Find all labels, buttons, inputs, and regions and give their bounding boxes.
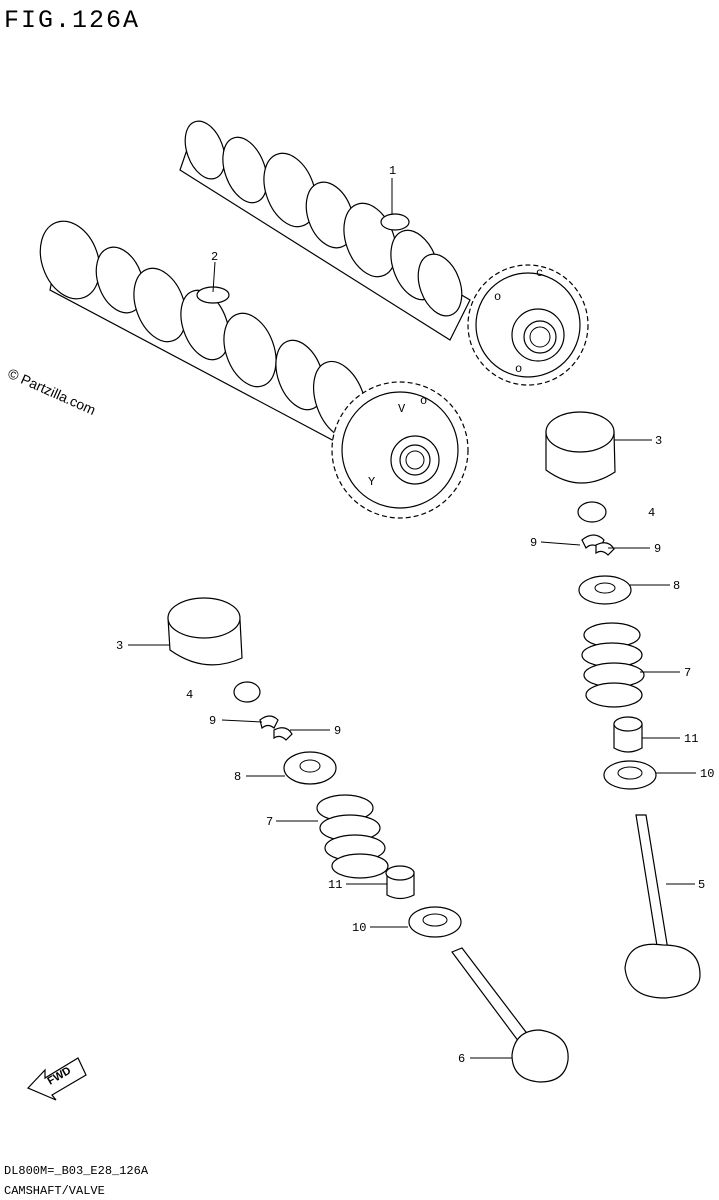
callout-9-right-a: 9 xyxy=(530,536,537,550)
footer-name: CAMSHAFT/VALVE xyxy=(4,1184,105,1198)
footer-code: DL800M=_B03_E28_126A xyxy=(4,1164,149,1178)
callout-4-right: 4 xyxy=(648,506,655,520)
callout-9-left-a: 9 xyxy=(209,714,216,728)
callout-1: 1 xyxy=(389,164,396,178)
camshaft-1[interactable]: c o o xyxy=(178,116,589,386)
callout-11-left: 11 xyxy=(328,878,342,892)
svg-text:o: o xyxy=(494,290,501,304)
callout-4-left: 4 xyxy=(186,688,193,702)
stem-seal-right[interactable] xyxy=(613,716,643,753)
callout-8-left: 8 xyxy=(234,770,241,784)
valve-6[interactable] xyxy=(451,947,569,1083)
tappet-right[interactable] xyxy=(545,411,616,484)
svg-text:V: V xyxy=(398,402,406,416)
shim-right[interactable] xyxy=(577,501,607,523)
callout-7-right: 7 xyxy=(684,666,691,680)
callout-2: 2 xyxy=(211,250,218,264)
leader-lines xyxy=(128,178,696,1059)
callout-9-right-b: 9 xyxy=(654,542,661,556)
callout-10-left: 10 xyxy=(352,921,366,935)
fwd-arrow-icon: FWD xyxy=(26,1057,87,1101)
callout-5: 5 xyxy=(698,878,705,892)
cotter-left[interactable] xyxy=(259,715,293,741)
spring-right[interactable] xyxy=(581,622,645,708)
shim-left[interactable] xyxy=(233,681,261,703)
camshaft-2[interactable]: V o Y xyxy=(30,213,469,519)
svg-text:o: o xyxy=(515,362,522,376)
callout-6: 6 xyxy=(458,1052,465,1066)
callout-8-right: 8 xyxy=(673,579,680,593)
callout-9-left-b: 9 xyxy=(334,724,341,738)
callout-11-right: 11 xyxy=(684,732,698,746)
retainer-right[interactable] xyxy=(578,575,632,605)
stem-seal-left[interactable] xyxy=(385,865,415,900)
tappet-left[interactable] xyxy=(167,597,243,666)
cotter-right[interactable] xyxy=(581,534,615,556)
spring-left[interactable] xyxy=(316,794,389,879)
valve-5[interactable] xyxy=(624,814,701,999)
callout-numbers: 1 2 3 4 9 9 8 7 11 10 5 3 4 9 9 8 7 11 1… xyxy=(116,164,714,1066)
callout-7-left: 7 xyxy=(266,815,273,829)
spring-seat-left[interactable] xyxy=(408,906,462,938)
callout-3-right: 3 xyxy=(655,434,662,448)
callout-10-right: 10 xyxy=(700,767,714,781)
svg-text:c: c xyxy=(536,266,543,280)
svg-text:o: o xyxy=(420,394,427,408)
callout-3-left: 3 xyxy=(116,639,123,653)
spring-seat-right[interactable] xyxy=(603,760,657,790)
svg-text:Y: Y xyxy=(368,475,375,489)
figure-title: FIG.126A xyxy=(4,6,141,35)
retainer-left[interactable] xyxy=(283,751,337,785)
